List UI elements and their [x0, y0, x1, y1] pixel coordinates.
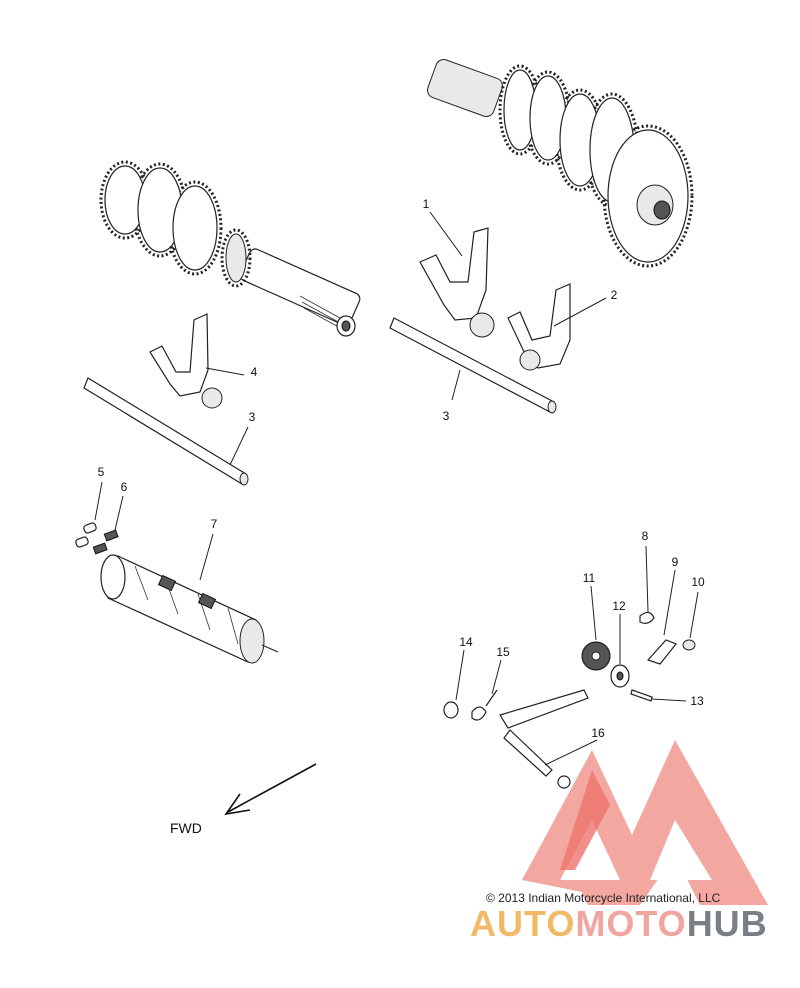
callout-12: 12: [612, 599, 626, 613]
watermark-logo-icon: [522, 740, 768, 905]
callout-6: 6: [121, 480, 128, 494]
watermark-part-auto: AUTO: [470, 903, 576, 944]
callout-8: 8: [642, 529, 649, 543]
callout-5: 5: [98, 465, 105, 479]
shift-drum: [100, 554, 279, 664]
detent-springs: [92, 529, 119, 555]
callout-15: 15: [496, 645, 510, 659]
shift-fork-2: [507, 283, 571, 371]
watermark-part-moto: MOTO: [575, 903, 687, 944]
callout-2: 2: [611, 288, 618, 302]
shift-spring-8: [639, 611, 655, 624]
callout-3-right: 3: [443, 409, 450, 423]
callout-4: 4: [251, 365, 258, 379]
callout-1: 1: [423, 197, 430, 211]
shift-star-11: [581, 641, 611, 671]
watermark-part-hub: HUB: [686, 903, 768, 944]
watermark-text: AUTOMOTOHUB: [470, 903, 768, 945]
bolt-13: [630, 689, 653, 702]
callout-7: 7: [211, 517, 218, 531]
callout-11: 11: [583, 571, 596, 585]
washer-14: [443, 701, 459, 719]
counter-gear-shaft: [99, 160, 361, 337]
leader-lines: [94, 211, 699, 766]
fork-rod-left: [83, 377, 249, 486]
washer-12: [610, 664, 630, 688]
callout-14: 14: [459, 635, 473, 649]
callout-10: 10: [691, 575, 705, 589]
shift-arm-9: [646, 639, 677, 665]
return-spring-15: [471, 689, 498, 721]
detent-pins: [75, 522, 97, 548]
nut-10: [682, 639, 696, 651]
shift-shaft-16: [499, 689, 589, 789]
callout-16: 16: [591, 726, 605, 740]
fork-rod-right: [389, 317, 557, 414]
fwd-arrow-icon: [224, 763, 317, 816]
callout-9: 9: [672, 555, 679, 569]
callout-3-left: 3: [249, 410, 256, 424]
copyright-text: © 2013 Indian Motorcycle International, …: [486, 891, 721, 905]
main-gear-shaft: [427, 58, 694, 268]
fwd-label: FWD: [170, 820, 202, 836]
shift-fork-1: [419, 227, 495, 338]
shift-fork-4: [149, 313, 223, 409]
callout-13: 13: [690, 694, 704, 708]
